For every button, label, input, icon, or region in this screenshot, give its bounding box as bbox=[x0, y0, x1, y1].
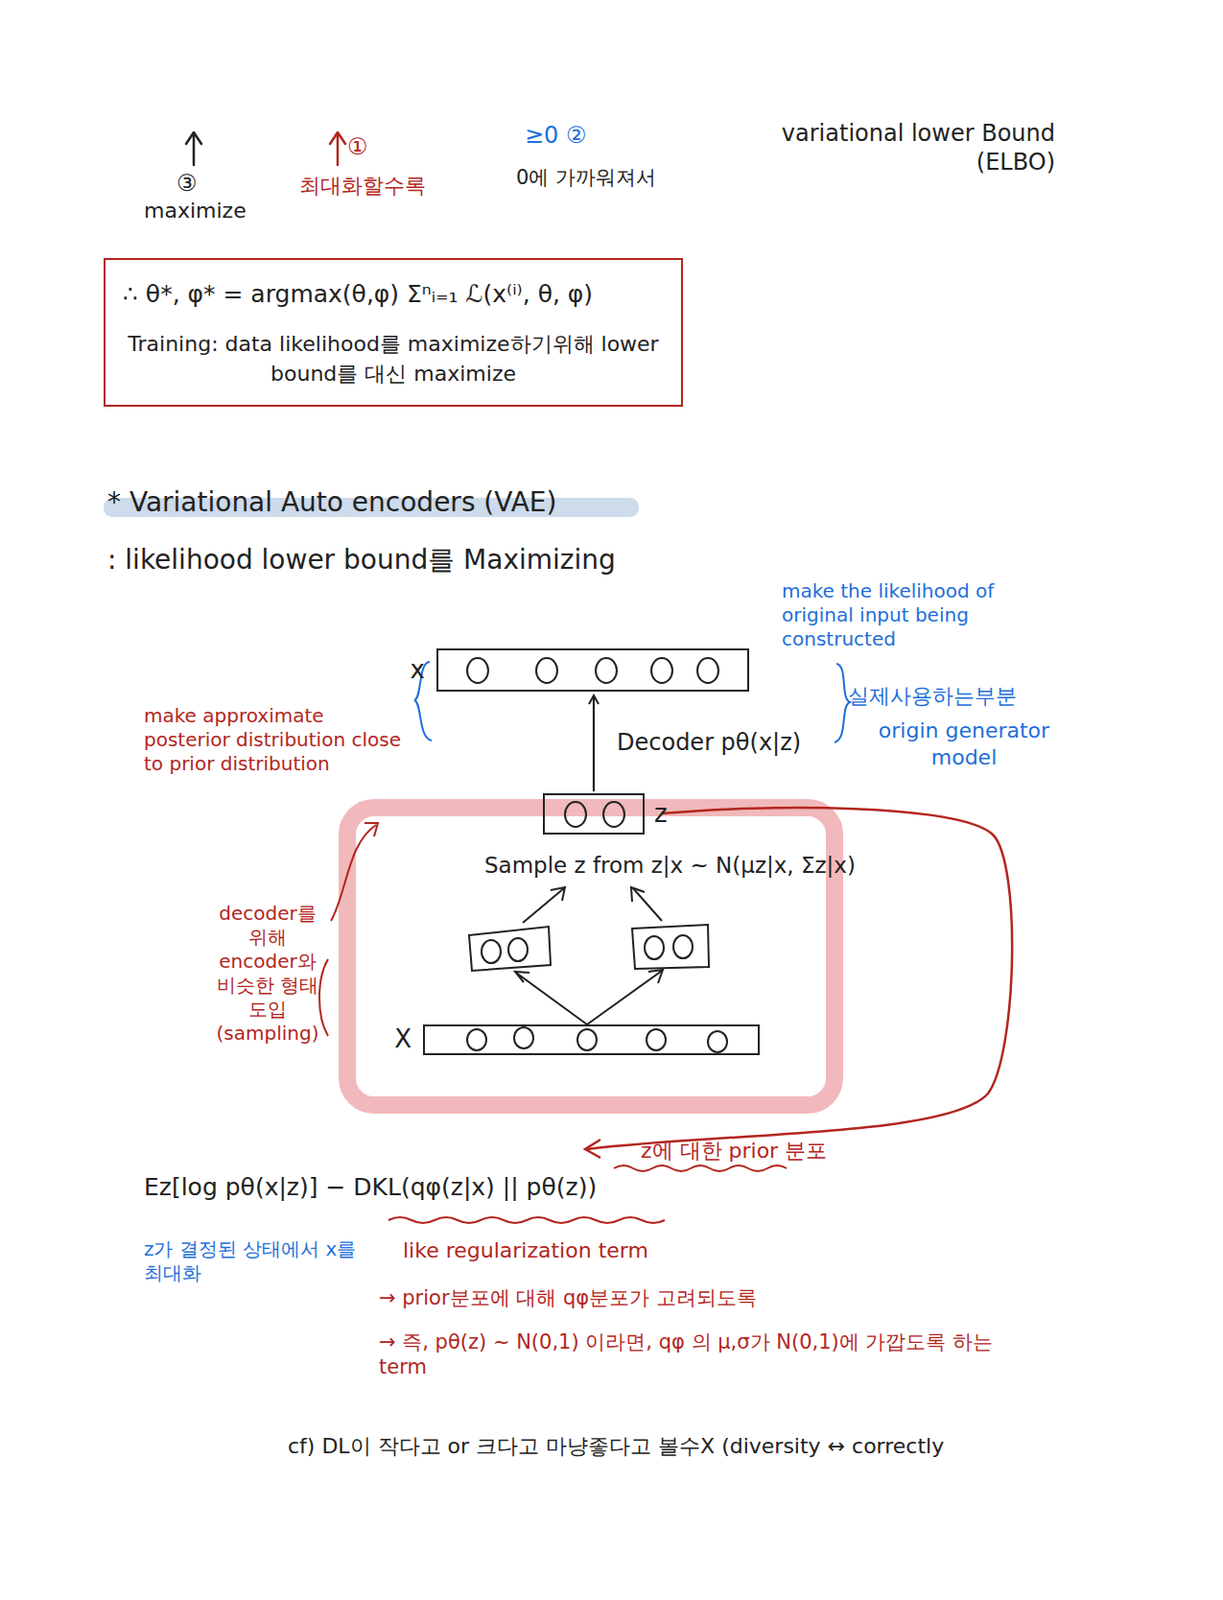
note-text: 최대화할수록 bbox=[299, 172, 426, 200]
layer-name: x bbox=[410, 654, 425, 683]
section-title: variational lower Bound (ELBO) bbox=[709, 118, 1056, 177]
note-text: 0에 가까워져서 bbox=[516, 164, 657, 190]
layer-box: X bbox=[423, 1024, 760, 1056]
layer-box: x bbox=[436, 648, 750, 692]
edge-label: Decoder pθ(x|z) bbox=[616, 728, 801, 757]
sampling-note: Sample z from z|x ~ N(μz|x, Σz|x) bbox=[484, 851, 856, 880]
section-heading: * Variational Auto encoders (VAE) bbox=[107, 485, 557, 519]
circled-number: ③ bbox=[176, 168, 198, 198]
annotation: → 즉, pθ(z) ~ N(0,1) 이라면, qφ 의 μ,σ가 N(0,1… bbox=[378, 1329, 1003, 1381]
annotation: → prior분포에 대해 qφ분포가 고려되도록 bbox=[378, 1285, 757, 1311]
note-text: ≥0 ② bbox=[524, 120, 588, 150]
decoder-arrow bbox=[592, 695, 595, 792]
annotation: z가 결정된 상태에서 x를 최대화 bbox=[143, 1237, 365, 1286]
layer-box: z bbox=[542, 793, 645, 835]
annotation: make approximate posterior distribution … bbox=[143, 704, 408, 777]
note-text: : likelihood lower bound를 Maximizing bbox=[107, 542, 616, 577]
annotation: 실제사용하는부분 bbox=[847, 682, 1017, 710]
argmax-formula: ∴ θ*, φ* = argmax(θ,φ) Σⁿᵢ₌₁ ℒ(x⁽ⁱ⁾, θ, … bbox=[122, 277, 664, 311]
result-box: ∴ θ*, φ* = argmax(θ,φ) Σⁿᵢ₌₁ ℒ(x⁽ⁱ⁾, θ, … bbox=[103, 258, 683, 407]
note-text: cf) DL이 작다고 or 크다고 마냥좋다고 볼수X (diversity … bbox=[287, 1433, 944, 1460]
annotation: decoder를 위해 encoder와 비슷한 형태도입 (sampling) bbox=[209, 901, 327, 1046]
annotation: like regularization term bbox=[402, 1237, 649, 1265]
note-text: maximize bbox=[143, 197, 247, 225]
annotation: z에 대한 prior 분포 bbox=[640, 1137, 827, 1165]
annotation: make the likelihood of original input be… bbox=[781, 579, 1070, 652]
layer-name: X bbox=[394, 1024, 412, 1054]
layer-name: z bbox=[654, 798, 668, 827]
annotation: origin generator model bbox=[844, 717, 1084, 771]
circled-number: ① bbox=[347, 132, 369, 162]
elbo-formula: Ez[log pθ(x|z)] − DKL(qφ(z|x) || pθ(z)) bbox=[143, 1172, 597, 1202]
training-note: Training: data likelihood를 maximize하기위해 … bbox=[122, 329, 664, 390]
